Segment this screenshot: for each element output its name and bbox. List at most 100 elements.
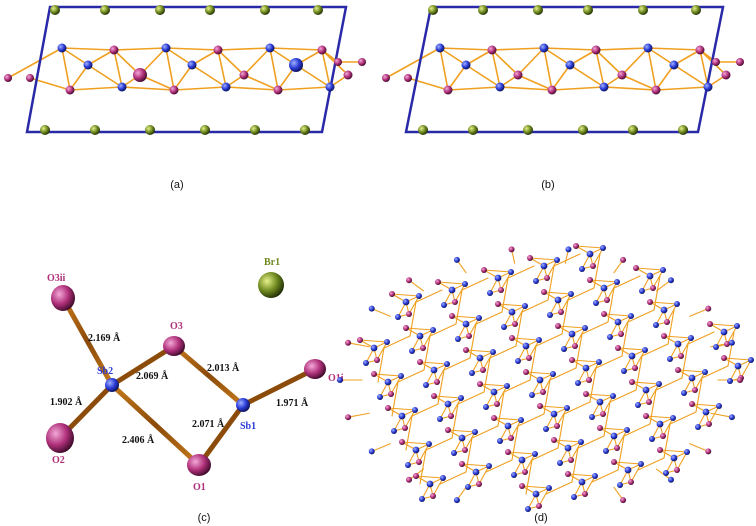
- atom-sb: [419, 496, 425, 502]
- bond: [113, 47, 167, 51]
- label-o1i: O1i: [328, 373, 344, 384]
- bond: [620, 315, 632, 335]
- atom-o: [537, 403, 543, 409]
- atom-sb: [670, 454, 678, 462]
- panel-label-d: (d): [534, 512, 547, 524]
- bond: [404, 409, 416, 429]
- atom-o: [399, 439, 405, 445]
- atom-o: [632, 365, 638, 371]
- atom-sb: [578, 439, 584, 445]
- atom-sb: [423, 382, 429, 388]
- atom-sb: [614, 279, 620, 285]
- atom-sb: [589, 414, 595, 420]
- bond: [165, 47, 193, 66]
- atom-sb: [453, 256, 460, 263]
- bond: [510, 419, 522, 439]
- atom-o: [614, 445, 620, 451]
- bond: [507, 265, 535, 279]
- bond: [687, 331, 715, 345]
- atom-br: [50, 5, 60, 15]
- atom-sb: [472, 429, 478, 435]
- atom-o: [587, 277, 593, 283]
- atom-o: [459, 461, 465, 467]
- atom-sb: [522, 342, 530, 350]
- distance-sb2-o3: 2.069 Å: [136, 370, 169, 382]
- atom-sb: [669, 60, 679, 70]
- bond: [676, 451, 688, 471]
- atom-sb: [161, 43, 171, 53]
- bond: [556, 407, 568, 427]
- distance-sb2-o1: 2.406 Å: [122, 434, 155, 446]
- atom-sb: [465, 484, 471, 490]
- atom-sb: [703, 82, 713, 92]
- atom-sb: [621, 368, 627, 374]
- atom-o: [544, 275, 550, 281]
- bond: [497, 303, 526, 307]
- atom-o: [65, 85, 75, 95]
- atom-o: [402, 425, 408, 431]
- bond: [673, 64, 709, 88]
- atom-o: [404, 74, 412, 82]
- label-o3: O3: [170, 321, 183, 332]
- atom-sb: [391, 428, 397, 434]
- atom-sb: [642, 386, 650, 394]
- atom-sb: [289, 58, 303, 72]
- atom-sb: [688, 335, 694, 341]
- bond: [405, 327, 434, 331]
- atom-sb: [370, 344, 378, 352]
- bond: [524, 453, 536, 473]
- atom-o: [633, 265, 639, 271]
- atom-o: [452, 299, 458, 305]
- atom-sb: [426, 441, 432, 447]
- atom-sb: [451, 450, 457, 456]
- atom-sb: [702, 369, 708, 375]
- atom-sb1: [236, 398, 250, 412]
- atom-sb: [426, 480, 434, 488]
- atom-o: [695, 45, 705, 55]
- bond: [465, 349, 494, 353]
- atom-o: [477, 381, 483, 387]
- atom-sb: [377, 394, 383, 400]
- atom-o: [664, 319, 670, 325]
- atom-br: [678, 125, 688, 135]
- atom-sb: [533, 278, 539, 284]
- atom-sb: [395, 314, 401, 320]
- atoms-b: [382, 5, 744, 135]
- bond: [514, 305, 526, 325]
- bond: [447, 429, 476, 433]
- atom-o: [721, 70, 731, 80]
- bond: [542, 373, 554, 393]
- atom-o: [657, 447, 663, 453]
- unit-cell-b: [404, 5, 725, 134]
- atom-sb: [624, 466, 632, 474]
- bond: [567, 287, 595, 301]
- atom-sb: [564, 444, 572, 452]
- atom-sb: [550, 371, 556, 377]
- atom-sb: [265, 43, 275, 53]
- atom-o: [519, 483, 525, 489]
- bond: [663, 335, 692, 339]
- atom-o: [431, 393, 437, 399]
- atom-o: [273, 85, 283, 95]
- atom-sb: [409, 348, 415, 354]
- bond: [609, 389, 637, 403]
- atom-br: [155, 5, 165, 15]
- bond: [543, 47, 571, 66]
- bond: [69, 86, 123, 91]
- bond: [551, 64, 571, 91]
- bond: [549, 367, 577, 381]
- atom-br: [90, 125, 100, 135]
- atom-o: [620, 497, 627, 504]
- label-o3ii: O3ii: [47, 273, 66, 284]
- atom-sb: [702, 408, 710, 416]
- atom-o: [628, 479, 634, 485]
- atom-o: [389, 291, 395, 297]
- bond: [485, 459, 513, 473]
- atom-sb: [398, 373, 404, 379]
- bond: [447, 64, 467, 91]
- bond: [637, 457, 665, 471]
- atom-sb: [653, 322, 659, 328]
- atom-o: [382, 74, 390, 82]
- bond: [61, 47, 71, 91]
- atom-sb: [532, 490, 540, 498]
